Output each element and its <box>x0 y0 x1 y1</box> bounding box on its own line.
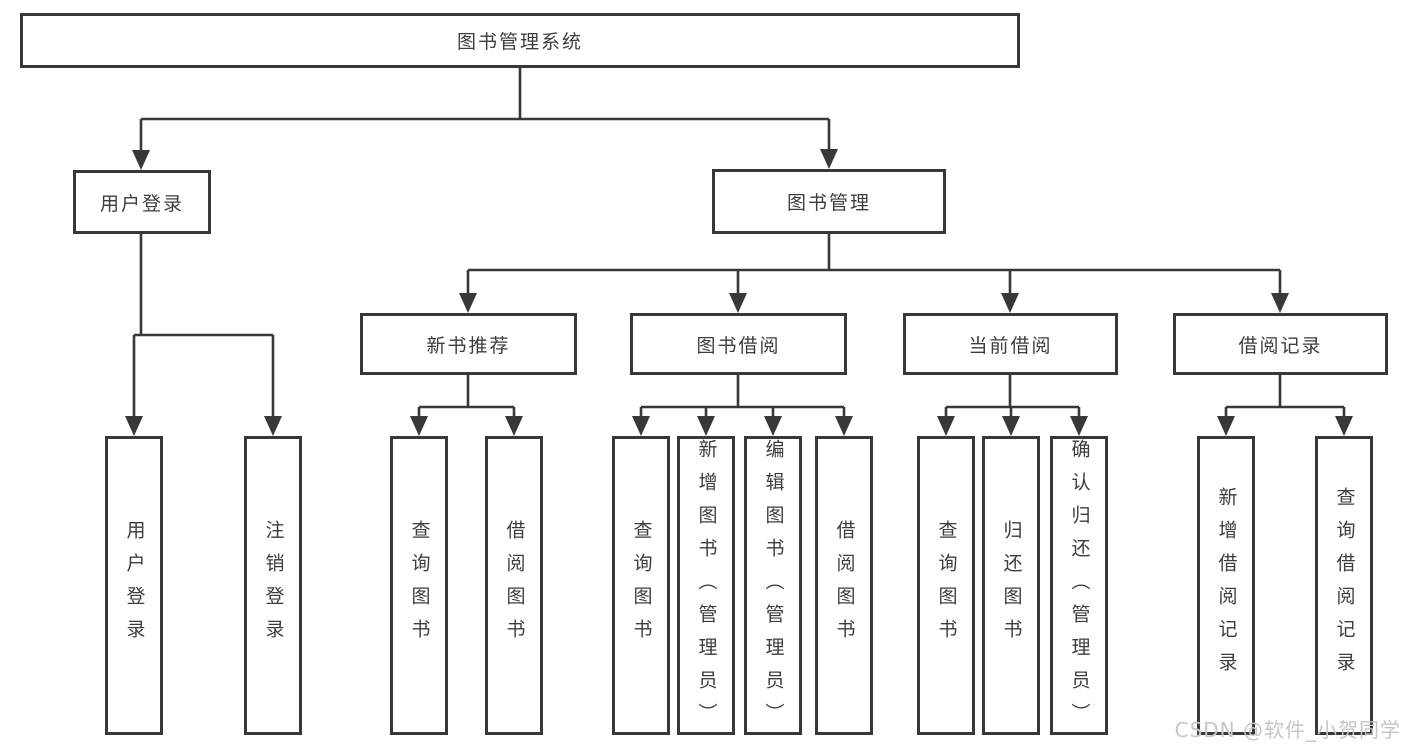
leaf-borrow-books-recommend: 借阅图书 <box>485 436 543 735</box>
connector-user-login-to-leaves <box>125 234 282 436</box>
leaf-add-borrow-record: 新增借阅记录 <box>1197 436 1255 735</box>
connector-book-management-to-level3 <box>459 234 1289 313</box>
node-user-login: 用户登录 <box>73 170 211 234</box>
arrowhead-icon <box>632 416 650 436</box>
connector-root-to-level2 <box>132 68 838 170</box>
arrowhead-icon <box>697 416 715 436</box>
connector-line <box>639 375 846 424</box>
arrowhead-icon <box>1271 293 1289 313</box>
connector-line <box>1224 375 1346 424</box>
arrowhead-icon <box>1001 293 1019 313</box>
leaf-query-borrow-record: 查询借阅记录 <box>1315 436 1373 735</box>
arrowhead-icon <box>1070 416 1088 436</box>
arrowhead-icon <box>1002 416 1020 436</box>
arrowhead-icon <box>410 416 428 436</box>
node-book-management: 图书管理 <box>712 169 946 234</box>
node-book-borrowing: 图书借阅 <box>630 313 847 375</box>
connector-line <box>139 68 831 158</box>
arrowhead-icon <box>729 293 747 313</box>
arrowhead-icon <box>125 416 143 436</box>
arrowhead-icon <box>1335 416 1353 436</box>
leaf-return-books: 归还图书 <box>982 436 1040 735</box>
arrowhead-icon <box>459 293 477 313</box>
leaf-borrow-books-borrowing: 借阅图书 <box>815 436 873 735</box>
node-book-management-system: 图书管理系统 <box>20 13 1020 68</box>
node-current-borrowing: 当前借阅 <box>903 313 1118 375</box>
arrowhead-icon <box>835 416 853 436</box>
connector-line <box>132 234 275 424</box>
csdn-watermark: CSDN @软件_小贺同学 <box>1174 718 1401 742</box>
connector-borrow-records-to-leaves <box>1217 375 1353 436</box>
leaf-query-books-current: 查询图书 <box>917 436 975 735</box>
connector-current-borrowing-to-leaves <box>937 375 1088 436</box>
arrowhead-icon <box>132 150 150 170</box>
leaf-query-books-borrowing: 查询图书 <box>612 436 670 735</box>
leaf-user-login: 用户登录 <box>105 436 163 735</box>
arrowhead-icon <box>937 416 955 436</box>
node-borrowing-records: 借阅记录 <box>1173 313 1388 375</box>
connector-book-borrowing-to-leaves <box>632 375 853 436</box>
arrowhead-icon <box>820 149 838 169</box>
leaf-logout-login: 注销登录 <box>244 436 302 735</box>
connector-new-book-to-leaves <box>410 375 523 436</box>
arrowhead-icon <box>1217 416 1235 436</box>
leaf-confirm-return-admin: 确认归还（管理员） <box>1050 436 1108 736</box>
arrowhead-icon <box>764 416 782 436</box>
leaf-query-books-recommend: 查询图书 <box>390 436 448 735</box>
leaf-edit-books-admin: 编辑图书（管理员） <box>744 436 802 736</box>
connector-line <box>417 375 516 424</box>
connector-line <box>944 375 1081 424</box>
arrowhead-icon <box>264 416 282 436</box>
leaf-add-books-admin: 新增图书（管理员） <box>677 436 735 736</box>
node-new-book-recommend: 新书推荐 <box>360 313 577 375</box>
connector-line <box>466 234 1282 301</box>
arrowhead-icon <box>505 416 523 436</box>
